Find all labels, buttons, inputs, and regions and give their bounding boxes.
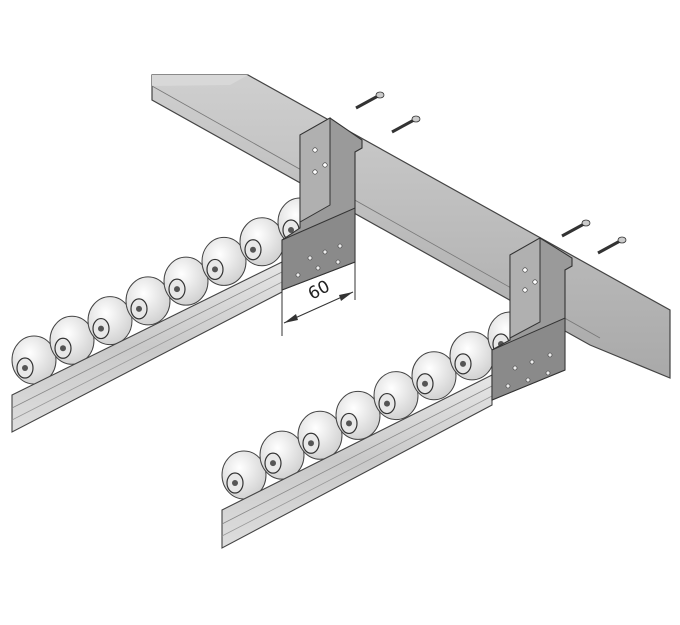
roller-wheel xyxy=(11,335,57,385)
roller-wheel xyxy=(449,331,495,381)
roller-wheel xyxy=(163,256,209,306)
left-roller-group xyxy=(11,197,323,385)
screw-icon xyxy=(597,236,627,255)
right-mounting-bracket xyxy=(491,237,573,401)
roller-wheel xyxy=(87,296,133,346)
roller-wheel xyxy=(239,217,285,267)
roller-wheel xyxy=(411,351,457,401)
right-roller-track xyxy=(221,311,533,549)
screw-icon xyxy=(561,219,591,238)
roller-wheel xyxy=(49,315,95,365)
screw-icon xyxy=(355,91,385,110)
arrow-left-icon xyxy=(284,314,298,323)
arrow-right-icon xyxy=(339,292,353,301)
roller-wheel xyxy=(259,430,305,480)
roller-wheel xyxy=(297,410,343,460)
roller-wheel xyxy=(335,390,381,440)
roller-wheel xyxy=(125,276,171,326)
dimension-label: 60 xyxy=(305,277,333,305)
right-roller-group xyxy=(221,311,533,500)
roller-wheel xyxy=(373,371,419,421)
roller-wheel xyxy=(221,450,267,500)
left-roller-track xyxy=(11,197,323,433)
roller-wheel xyxy=(201,236,247,286)
screw-icon xyxy=(391,115,421,134)
left-mounting-bracket xyxy=(281,117,363,291)
